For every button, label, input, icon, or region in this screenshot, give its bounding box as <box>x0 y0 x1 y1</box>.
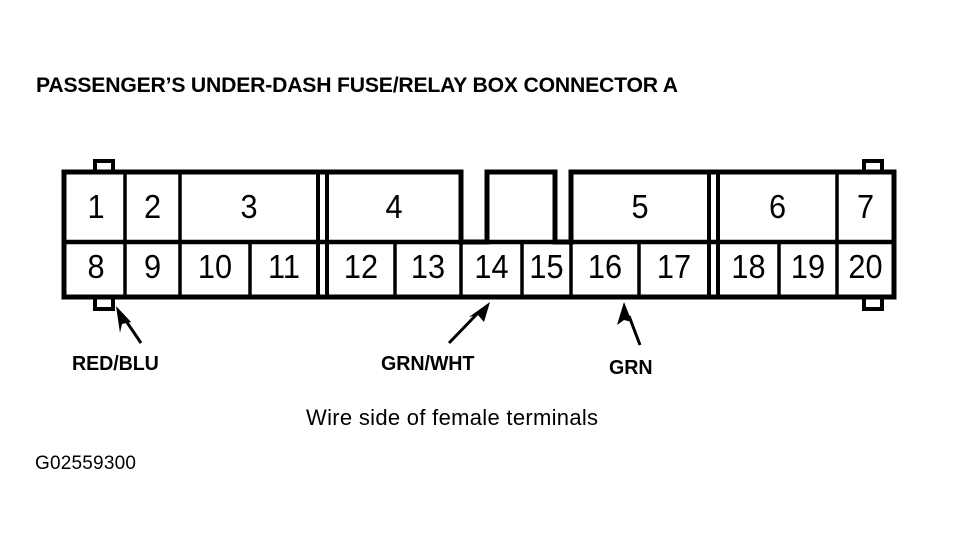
pin-label-1: 1 <box>87 188 105 225</box>
pin-label-16: 16 <box>587 248 623 285</box>
section-break-bottom-after-17 <box>707 242 720 297</box>
section-break-after-5 <box>707 172 720 242</box>
view-caption: Wire side of female terminals <box>306 405 599 430</box>
pin-label-6: 6 <box>768 188 787 225</box>
locking-tab-top-left <box>93 159 115 173</box>
leader-arrow-grn <box>617 302 642 346</box>
page-title: PASSENGER’S UNDER-DASH FUSE/RELAY BOX CO… <box>36 73 678 97</box>
leader-arrow-red-blu <box>116 306 143 344</box>
pin-label-9: 9 <box>143 248 162 285</box>
figure-id: G02559300 <box>35 453 137 474</box>
pin-label-2: 2 <box>143 188 162 225</box>
pin-label-8: 8 <box>87 248 105 285</box>
pin-label-11: 11 <box>268 248 300 285</box>
pin-label-3: 3 <box>240 188 258 225</box>
pin-label-19: 19 <box>790 248 826 285</box>
pin-label-15: 15 <box>529 248 564 285</box>
wire-label-grn: GRN <box>609 356 653 379</box>
pin-label-18: 18 <box>731 248 766 285</box>
pin-label-4: 4 <box>385 188 403 225</box>
pin-label-7: 7 <box>856 188 875 225</box>
pin-label-10: 10 <box>197 248 233 285</box>
pin-label-20: 20 <box>848 248 883 285</box>
locking-tab-bottom-left <box>93 297 115 311</box>
pin-label-14: 14 <box>474 248 509 285</box>
pin-label-12: 12 <box>343 248 379 285</box>
pin-label-5: 5 <box>631 188 649 225</box>
leader-arrow-grn-wht <box>447 302 490 345</box>
pin-label-13: 13 <box>410 248 446 285</box>
wire-label-grn-wht: GRN/WHT <box>381 352 475 375</box>
wire-label-red-blu: RED/BLU <box>72 352 159 375</box>
section-break-after-3 <box>316 172 329 242</box>
pin-label-17: 17 <box>656 248 692 285</box>
locking-tab-top-right <box>862 159 884 173</box>
locking-tab-bottom-right <box>862 297 884 311</box>
section-break-bottom-after-11 <box>316 242 329 297</box>
